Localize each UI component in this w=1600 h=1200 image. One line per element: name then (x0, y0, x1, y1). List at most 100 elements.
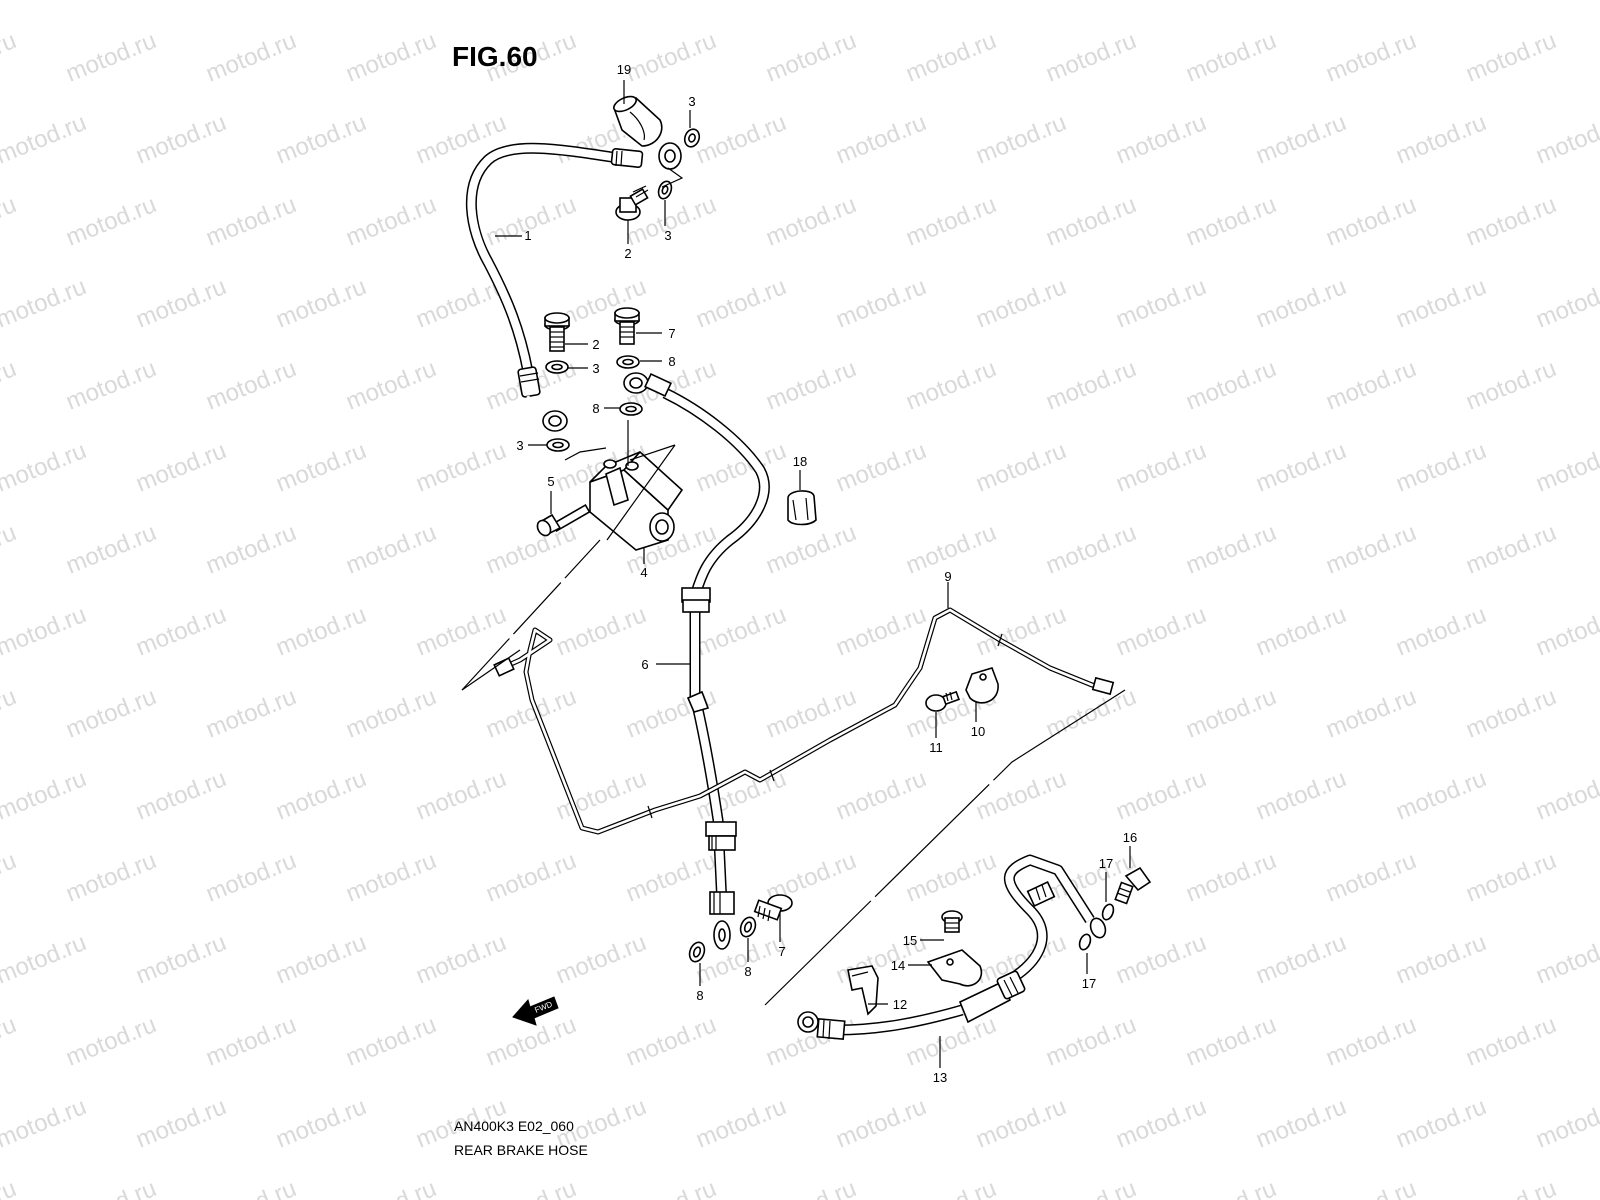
callout-8: 8 (592, 401, 599, 416)
model-code: AN400K3 E02_060 (454, 1118, 574, 1134)
watermark-text: motod.ru (132, 109, 230, 170)
watermark-text: motod.ru (342, 1175, 440, 1200)
watermark-text: motod.ru (692, 109, 790, 170)
watermark-text: motod.ru (482, 519, 580, 580)
watermark-text: motod.ru (1462, 519, 1560, 580)
watermark-text: motod.ru (0, 519, 20, 580)
bolt-5 (536, 503, 591, 537)
callout-3: 3 (516, 438, 523, 453)
watermark-text: motod.ru (0, 1093, 90, 1154)
watermark-text: motod.ru (412, 929, 510, 990)
watermark-text: motod.ru (1532, 273, 1600, 334)
union-bolt-2-left (544, 312, 570, 352)
watermark-text: motod.ru (0, 929, 90, 990)
washer-17-top (1101, 903, 1115, 921)
watermark-text: motod.ru (1252, 765, 1350, 826)
watermark-text: motod.ru (202, 355, 300, 416)
watermark-text: motod.ru (1042, 355, 1140, 416)
watermark-text: motod.ru (132, 601, 230, 662)
callout-5: 5 (547, 474, 554, 489)
figure-caption: REAR BRAKE HOSE (454, 1142, 588, 1158)
watermark-text: motod.ru (272, 437, 370, 498)
watermark-text: motod.ru (832, 0, 930, 6)
brake-hose-13 (797, 854, 1107, 1040)
watermark-text: motod.ru (1042, 683, 1140, 744)
callout-4: 4 (640, 565, 647, 580)
callout-14: 14 (891, 958, 905, 973)
bolt-11 (925, 690, 960, 712)
watermark-text: motod.ru (762, 355, 860, 416)
watermark-text: motod.ru (342, 847, 440, 908)
guide-lines (461, 420, 1126, 1006)
watermark-text: motod.ru (62, 519, 160, 580)
watermark-text: motod.ru (1252, 601, 1350, 662)
watermark-text: motod.ru (0, 847, 20, 908)
watermark-text: motod.ru (1322, 847, 1420, 908)
watermark-text: motod.ru (202, 847, 300, 908)
bolt-15 (941, 910, 963, 933)
watermark-text: motod.ru (132, 765, 230, 826)
watermark-text: motod.ru (342, 683, 440, 744)
watermark-text: motod.ru (1392, 109, 1490, 170)
watermark-text: motod.ru (1112, 437, 1210, 498)
watermark-text: motod.ru (972, 0, 1070, 6)
watermark-text: motod.ru (1532, 1093, 1600, 1154)
watermark-text: motod.ru (272, 0, 370, 6)
watermark-text: motod.ru (0, 191, 20, 252)
brake-hose-1 (465, 142, 682, 432)
washer-3-lower (546, 438, 570, 452)
watermark-text: motod.ru (1462, 355, 1560, 416)
figure-title: FIG.60 (452, 41, 538, 72)
union-bolt-16 (1114, 866, 1152, 905)
watermark-text: motod.ru (832, 273, 930, 334)
callout-7: 7 (778, 944, 785, 959)
callout-2: 2 (624, 246, 631, 261)
watermark-text: motod.ru (0, 27, 20, 88)
watermark-text: motod.ru (272, 1093, 370, 1154)
watermark-text: motod.ru (972, 109, 1070, 170)
watermark-text: motod.ru (342, 191, 440, 252)
watermark-text: motod.ru (132, 273, 230, 334)
watermark-text: motod.ru (1322, 355, 1420, 416)
watermark-text: motod.ru (1532, 765, 1600, 826)
watermark-text: motod.ru (1532, 601, 1600, 662)
watermark-text: motod.ru (1182, 191, 1280, 252)
watermark-text: motod.ru (902, 1175, 1000, 1200)
watermark-text: motod.ru (132, 929, 230, 990)
watermark-text: motod.ru (832, 765, 930, 826)
watermark-text: motod.ru (202, 1175, 300, 1200)
watermark-text: motod.ru (832, 1093, 930, 1154)
watermark-text: motod.ru (1112, 109, 1210, 170)
watermark-text: motod.ru (1462, 1175, 1560, 1200)
watermark-text: motod.ru (482, 1175, 580, 1200)
washer-3-left (545, 360, 569, 374)
union-bolt-7-top (614, 307, 640, 345)
watermark-text: motod.ru (1462, 27, 1560, 88)
callout-9: 9 (944, 569, 951, 584)
watermark-text: motod.ru (1112, 929, 1210, 990)
callout-16: 16 (1123, 830, 1137, 845)
callout-19: 19 (617, 62, 631, 77)
watermark-text: motod.ru (1462, 847, 1560, 908)
callout-labels: 19 3 1 2 3 2 3 7 8 8 3 5 4 18 6 9 10 11 … (516, 62, 1137, 1085)
callout-18: 18 (793, 454, 807, 469)
clamp-10 (965, 667, 999, 704)
watermark-text: motod.ru (1252, 273, 1350, 334)
watermark-text: motod.ru (0, 601, 90, 662)
watermark-text: motod.ru (622, 847, 720, 908)
watermark-text: motod.ru (62, 683, 160, 744)
fwd-arrow-icon: FWD (512, 996, 559, 1026)
brake-hose-6 (623, 372, 770, 950)
watermark-text: motod.ru (1392, 1093, 1490, 1154)
callout-15: 15 (903, 933, 917, 948)
watermark-text: motod.ru (1042, 191, 1140, 252)
watermark-text: motod.ru (1182, 1011, 1280, 1072)
watermark-text: motod.ru (692, 0, 790, 6)
watermark-text: motod.ru (1322, 1175, 1420, 1200)
watermark-text: motod.ru (0, 0, 90, 6)
union-bolt-7-bottom (753, 894, 793, 922)
watermark-text: motod.ru (482, 847, 580, 908)
watermark-text: motod.ru (832, 601, 930, 662)
watermark-text: motod.ru (832, 437, 930, 498)
watermark-text: motod.ru (972, 1093, 1070, 1154)
